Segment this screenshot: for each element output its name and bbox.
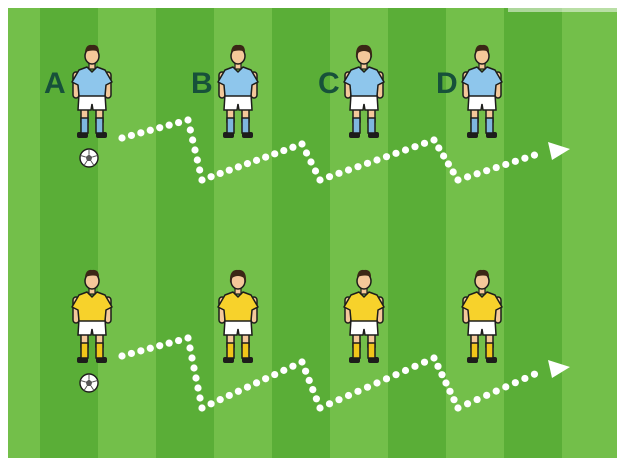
label-a: A xyxy=(44,67,66,100)
label-c: C xyxy=(318,67,340,100)
label-b: B xyxy=(191,67,213,100)
football-icon xyxy=(80,149,98,167)
label-d: D xyxy=(436,67,458,100)
football-icon xyxy=(80,374,98,392)
